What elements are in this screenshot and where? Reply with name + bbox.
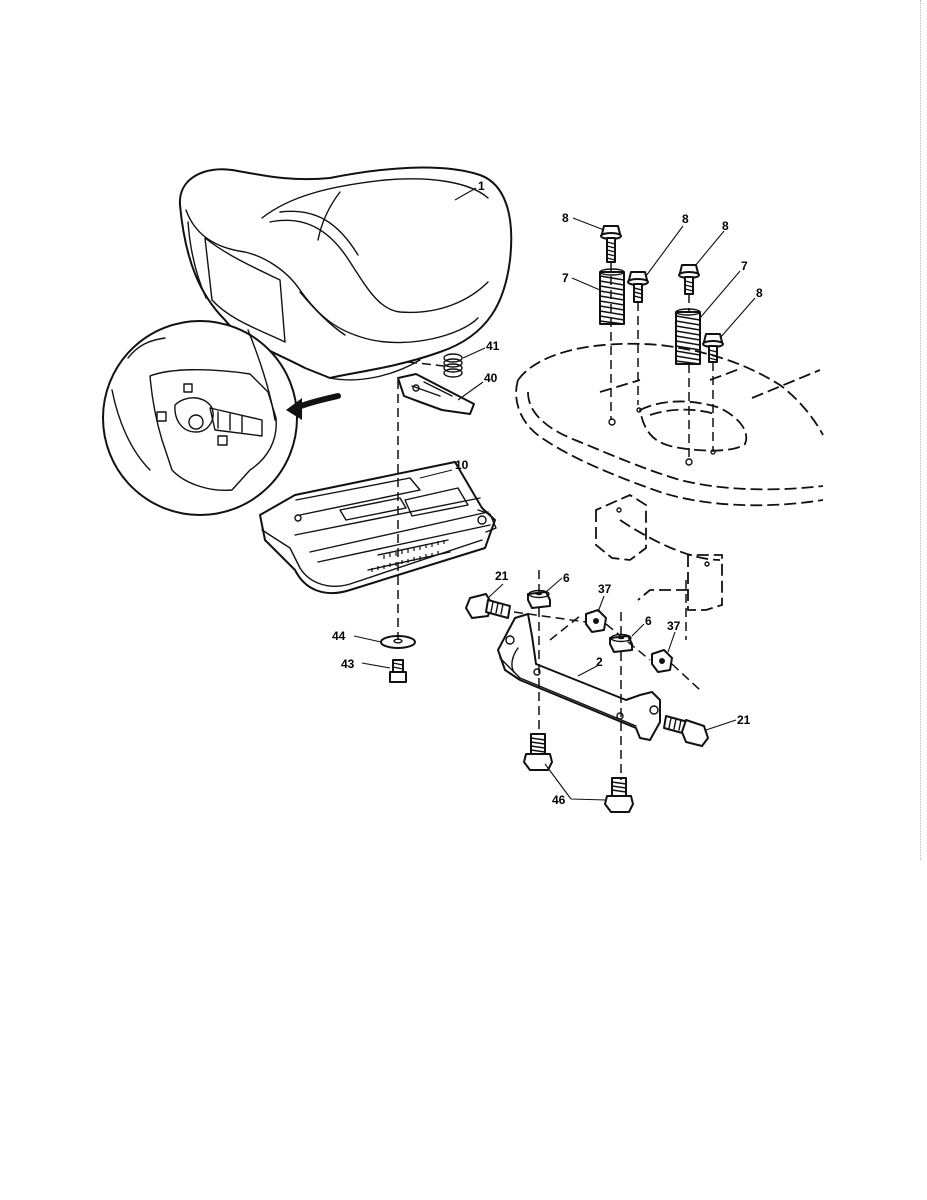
callout-46: 46 (552, 793, 566, 807)
callout-41: 41 (486, 339, 500, 353)
callout-2: 2 (596, 655, 603, 669)
bolt-46-left-part (523, 733, 553, 771)
detail-arrow (286, 393, 341, 420)
seat-part (178, 166, 513, 381)
callout-7-left: 7 (562, 271, 569, 285)
fender-frame-dashed (515, 342, 824, 611)
callout-7-right: 7 (741, 259, 748, 273)
spring-7-left-part (599, 268, 625, 325)
callout-40: 40 (484, 371, 498, 385)
callout-43: 43 (341, 657, 355, 671)
callout-37-left: 37 (598, 582, 612, 596)
callout-21-left: 21 (495, 569, 509, 583)
nut-6-left-part (527, 589, 551, 609)
seat-pan-10-part (259, 461, 497, 595)
callout-1: 1 (478, 179, 485, 193)
leader-lines (353, 187, 756, 801)
callout-21-right: 21 (737, 713, 751, 727)
latch-plate-40-part (397, 373, 475, 415)
callout-44: 44 (332, 629, 346, 643)
bolt-8-c-part (678, 264, 700, 295)
bolt-8-a-part (600, 225, 622, 263)
bolt-21-left-part (465, 593, 511, 619)
callout-8-a: 8 (562, 211, 569, 225)
bolt-21-right-part (663, 715, 709, 747)
locknut-37-right-part (651, 649, 673, 673)
page-edge-line (920, 0, 921, 860)
callout-37-right: 37 (667, 619, 681, 633)
callout-6-right: 6 (645, 614, 652, 628)
callout-6-left: 6 (563, 571, 570, 585)
bolt-46-right-part (604, 777, 634, 813)
callout-10: 10 (455, 458, 469, 472)
bracket-2-part (497, 613, 661, 741)
latch-detail-inset (102, 320, 298, 516)
alignment-lines (397, 262, 714, 780)
bolt-8-d-part (702, 333, 724, 363)
callout-8-b: 8 (682, 212, 689, 226)
callout-8-c: 8 (722, 219, 729, 233)
screw-43-part (389, 659, 407, 683)
locknut-37-left-part (585, 609, 607, 633)
callout-8-d: 8 (756, 286, 763, 300)
spring-7-right-part (675, 308, 701, 365)
spring-41-part (443, 353, 463, 378)
bolt-8-b-part (627, 271, 649, 303)
